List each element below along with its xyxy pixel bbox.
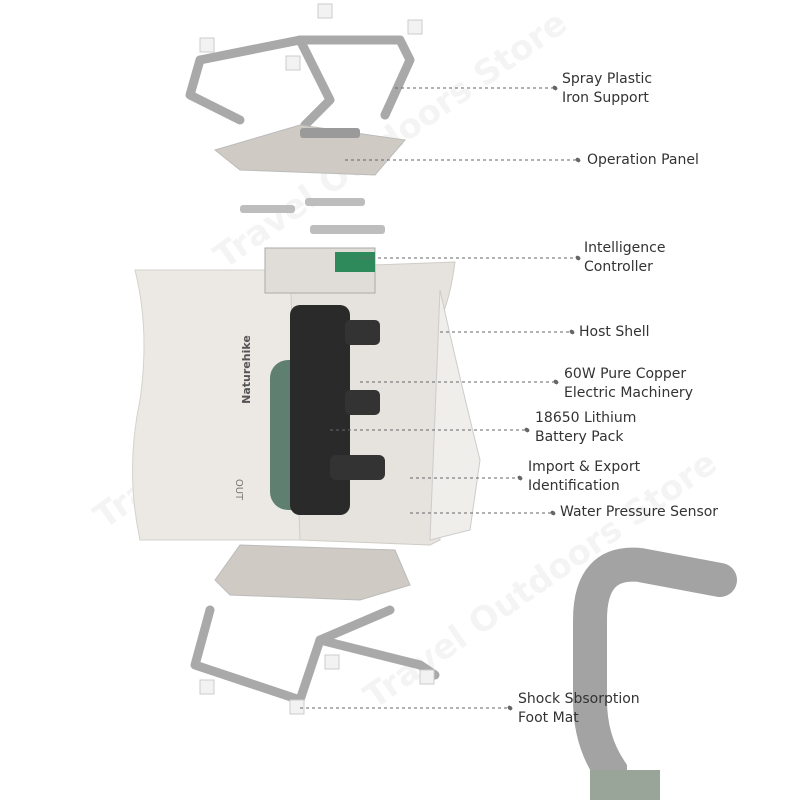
iron-support-bottom	[190, 605, 440, 705]
label-host-shell: Host Shell	[579, 324, 650, 340]
label-operation-panel: Operation Panel	[587, 152, 699, 168]
iron-support-top	[185, 35, 415, 130]
foot-pad	[285, 55, 301, 71]
motor	[290, 305, 350, 515]
foot-pad	[199, 37, 215, 53]
label-pressure-sensor: Water Pressure Sensor	[560, 504, 719, 520]
leg-closeup	[573, 547, 737, 800]
port-mark: OUT	[233, 478, 245, 501]
bottom-panel	[214, 544, 411, 601]
foot-pad	[317, 3, 333, 19]
foot-pad	[407, 19, 423, 35]
brand-mark: Naturehike	[239, 335, 253, 404]
